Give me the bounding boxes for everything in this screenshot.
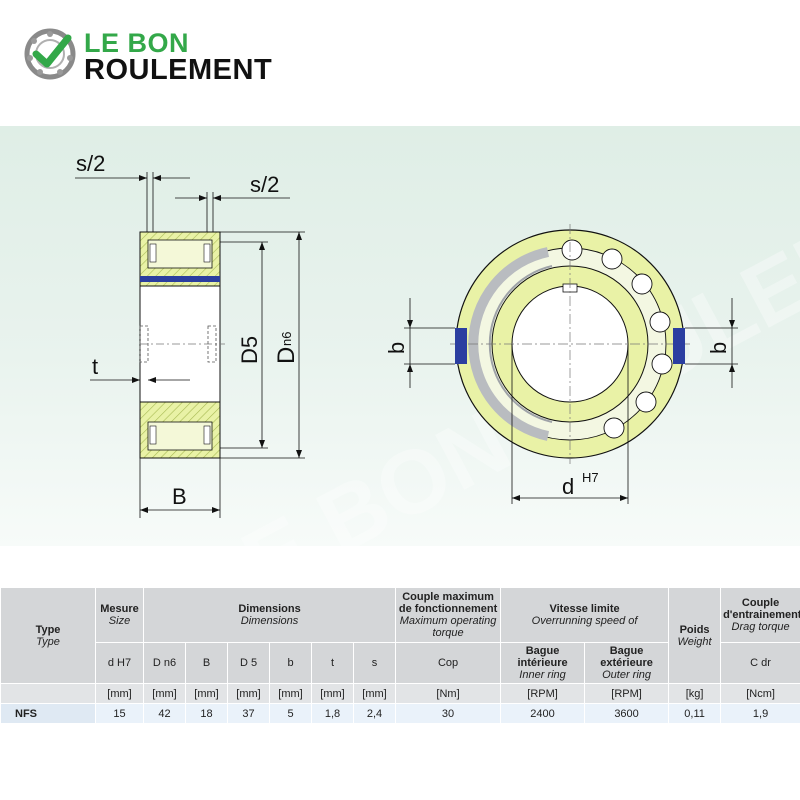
- value-cell: 3600: [584, 703, 670, 724]
- seal-top: [140, 276, 220, 282]
- row-type: NFS: [0, 703, 96, 724]
- unit-cell: [mm]: [311, 683, 354, 704]
- unit-cell: [Nm]: [395, 683, 502, 704]
- label-b-right: b: [706, 342, 731, 354]
- section-view: s/2 s/2 t B: [75, 151, 305, 518]
- header-type: Type Type: [0, 587, 96, 684]
- table-row: NFS 15 42 18 37 5 1,8 2,4 30 2400 3600 0…: [0, 703, 800, 724]
- header-poids: Poids Weight: [668, 587, 722, 684]
- header-vitesse: Vitesse limite Overrunning speed of: [500, 587, 670, 643]
- unit-cell: [mm]: [95, 683, 144, 704]
- unit-cell: [Ncm]: [720, 683, 800, 704]
- value-cell: 30: [395, 703, 502, 724]
- units-row: [mm] [mm] [mm] [mm] [mm] [mm] [mm] [Nm] …: [0, 683, 800, 704]
- logo-text-line1: LE BON: [84, 28, 190, 58]
- technical-drawing: LE BON ROULEMENT: [0, 126, 800, 546]
- brand-logo: LE BON ROULEMENT: [24, 26, 324, 86]
- header-bague-ext: Bague extérieure Outer ring: [584, 642, 670, 684]
- label-D: D: [273, 347, 300, 364]
- unit-cell: [mm]: [143, 683, 186, 704]
- value-cell: 15: [95, 703, 144, 724]
- logo-text-line2: ROULEMENT: [84, 54, 273, 86]
- header-row-symbols: d H7 D n6 B D 5 b t s Cop Bague intérieu…: [1, 642, 800, 684]
- unit-cell: [kg]: [668, 683, 722, 704]
- symbol-cell: B: [185, 642, 228, 684]
- header-dimensions: Dimensions Dimensions: [142, 587, 397, 643]
- header-bague-int: Bague intérieure Inner ring: [500, 642, 586, 684]
- label-B: B: [172, 484, 187, 509]
- label-D5: D5: [237, 336, 262, 364]
- symbol-cell: D 5: [227, 642, 270, 684]
- symbol-cell: b: [269, 642, 312, 684]
- value-cell: 1,9: [720, 703, 800, 724]
- value-cell: 2400: [500, 703, 586, 724]
- header-mesure: Mesure Size: [95, 587, 144, 643]
- label-D-sub: n6: [279, 332, 294, 346]
- unit-cell-empty: [0, 683, 96, 704]
- symbol-cell: d H7: [95, 642, 144, 684]
- label-d: d: [562, 474, 574, 499]
- value-cell: 18: [185, 703, 228, 724]
- unit-cell: [mm]: [269, 683, 312, 704]
- front-view: b b d H7: [384, 224, 738, 504]
- bearing-check-logo-icon: [24, 28, 76, 80]
- label-s-half-right: s/2: [250, 172, 279, 197]
- rolling-elements: [561, 239, 673, 439]
- unit-cell: [RPM]: [584, 683, 670, 704]
- value-cell: 37: [227, 703, 270, 724]
- symbol-cell: D n6: [143, 642, 186, 684]
- symbol-cell: s: [352, 642, 397, 684]
- unit-cell: [mm]: [352, 683, 397, 704]
- seal-right: [673, 328, 685, 364]
- unit-cell: [mm]: [185, 683, 228, 704]
- unit-cell: [RPM]: [500, 683, 586, 704]
- value-cell: 42: [143, 703, 186, 724]
- value-cell: 5: [269, 703, 312, 724]
- symbol-cell: t: [311, 642, 354, 684]
- value-cell: 1,8: [311, 703, 354, 724]
- symbol-cell: Cop: [395, 642, 502, 684]
- label-b-left: b: [384, 342, 409, 354]
- header-couple-ent: Couple d'entrainement Drag torque: [720, 587, 800, 643]
- header-row-groups: Type Type Mesure Size Dimensions Dimensi…: [0, 587, 800, 684]
- label-d-sup: H7: [582, 470, 599, 485]
- specification-table: Type Type Mesure Size Dimensions Dimensi…: [0, 587, 800, 724]
- header-couple-max: Couple maximum de fonctionnement Maximum…: [395, 587, 502, 643]
- bearing-drawing-svg: LE BON ROULEMENT: [75, 126, 800, 546]
- symbol-cell: C dr: [720, 642, 800, 684]
- seal-left: [455, 328, 467, 364]
- label-s-half-top: s/2: [76, 151, 105, 176]
- value-cell: 0,11: [668, 703, 722, 724]
- label-t: t: [92, 354, 98, 379]
- unit-cell: [mm]: [227, 683, 270, 704]
- value-cell: 2,4: [352, 703, 397, 724]
